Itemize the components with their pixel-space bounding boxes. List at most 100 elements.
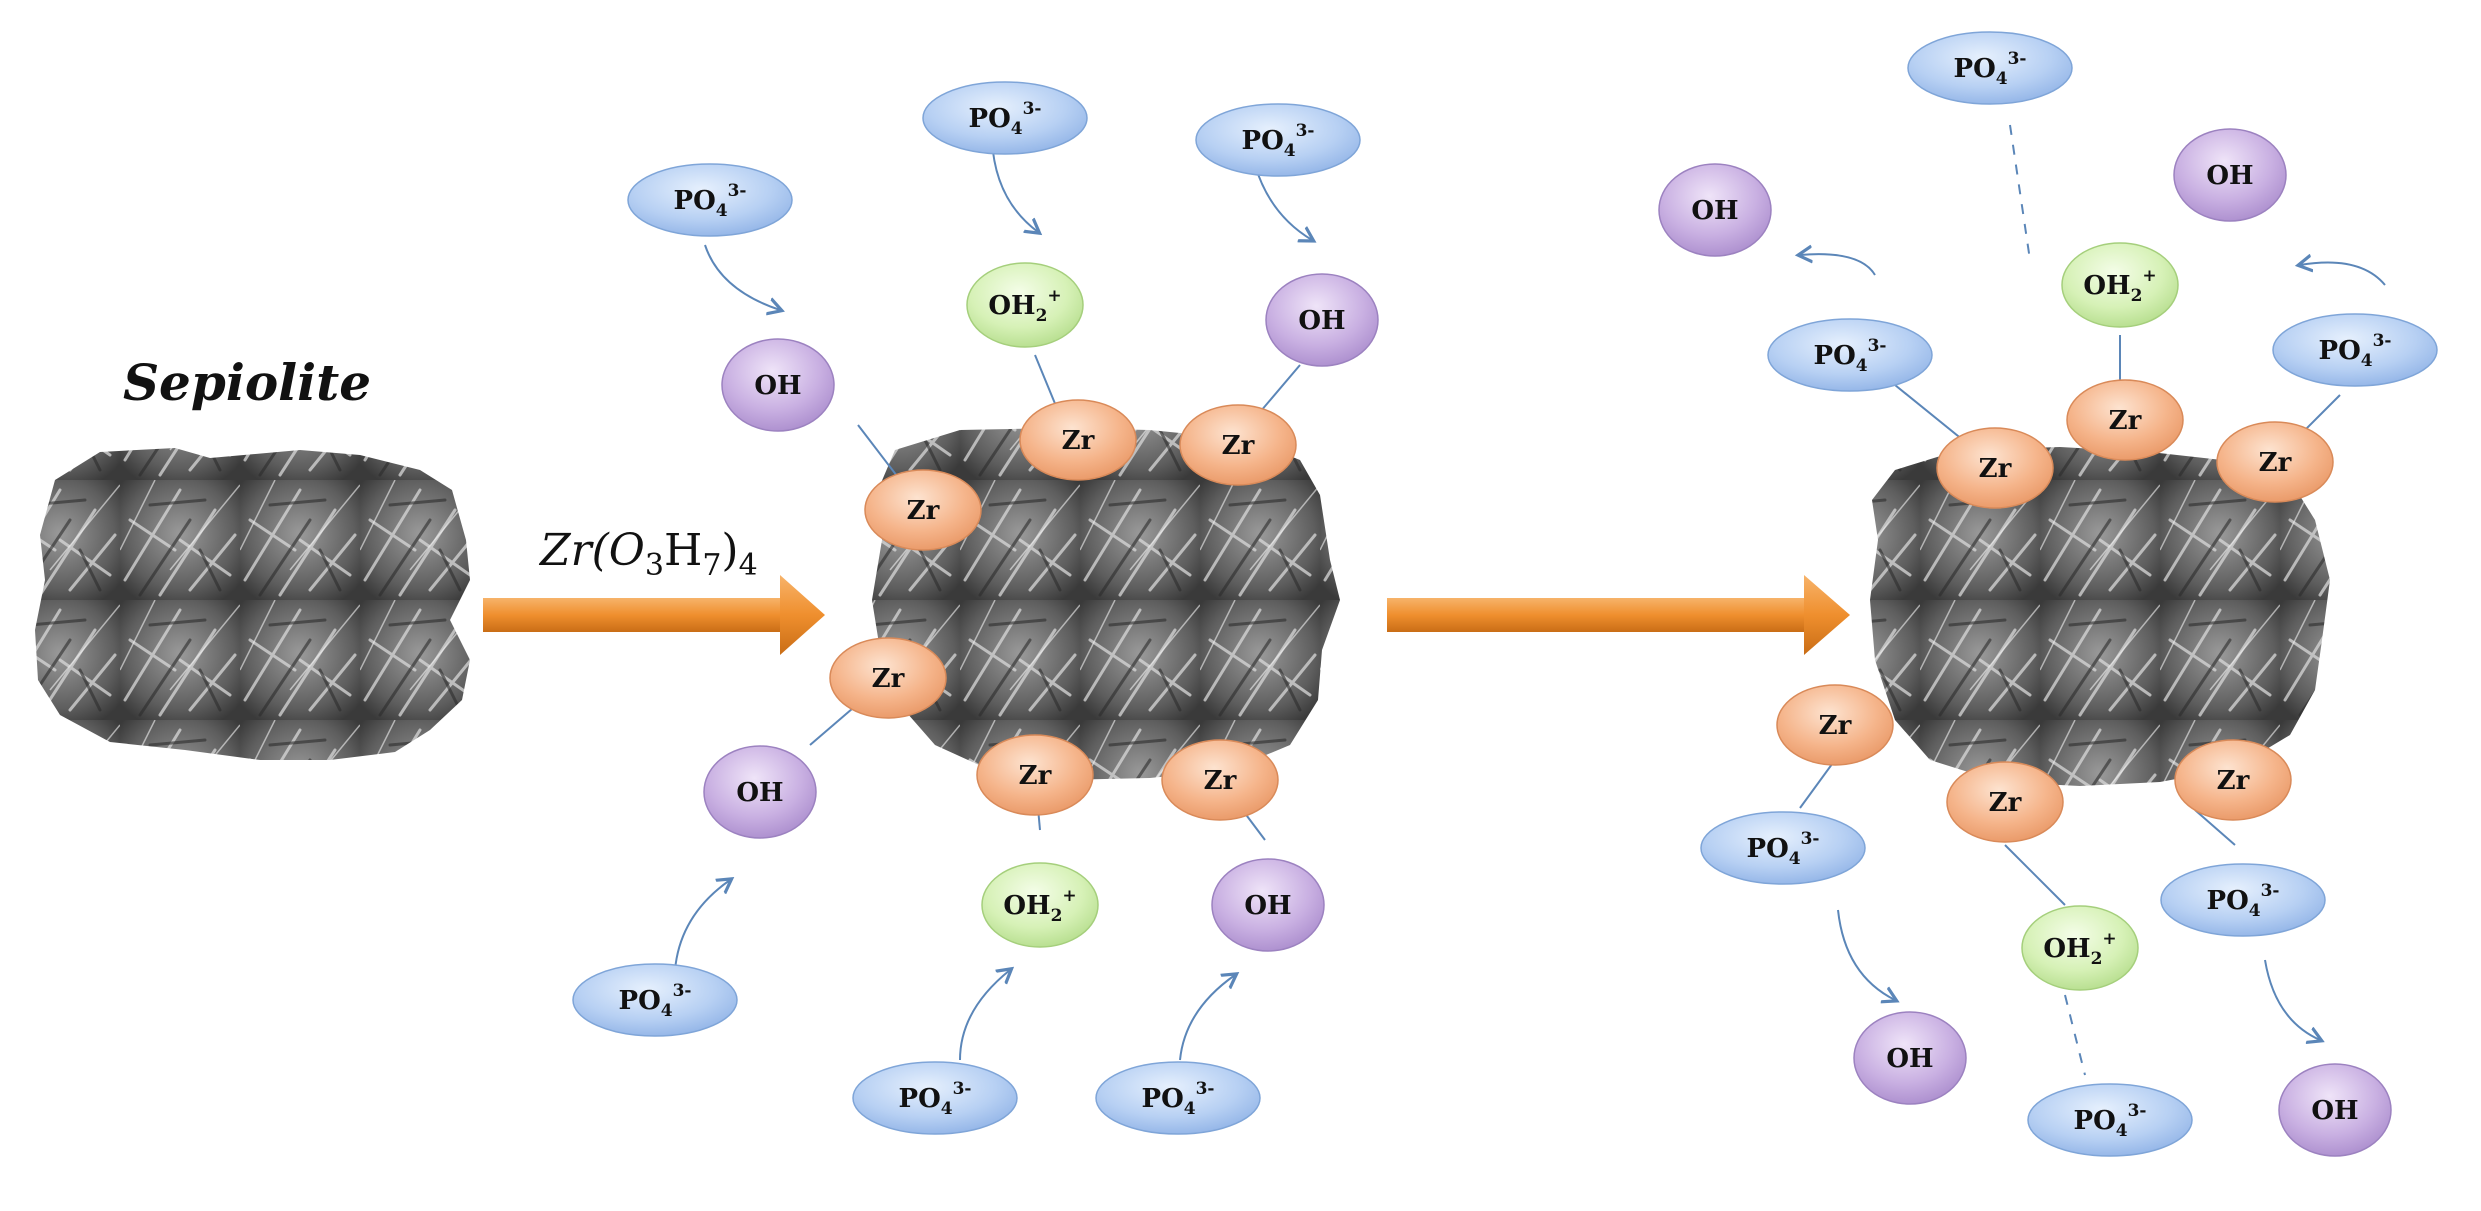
bond-zr-oh2-right-bottom — [2004, 844, 2066, 906]
arrow-po4-to-oh-3 — [674, 880, 730, 971]
oh2-node-mid-bottom-label: OH2+ — [1003, 886, 1076, 926]
sepiolite-particle-phosphate-loaded — [1870, 447, 2330, 786]
po4-node-mid-bottomleft: PO43- — [572, 963, 738, 1037]
oh2-node-right-top-label: OH2+ — [2083, 266, 2156, 306]
oh-node-mid-left-label: OH — [754, 371, 801, 401]
oh2-node-right-top-shape — [2061, 242, 2179, 328]
zr-node-mid-5-shape — [976, 734, 1094, 816]
oh-node-mid-left-shape — [721, 338, 835, 432]
zr-node-mid-4: Zr — [829, 637, 947, 719]
arrow-oh-release-2 — [2300, 263, 2386, 286]
zr-node-right-1-label: Zr — [2109, 406, 2142, 436]
po4-node-mid-bottomright-shape — [1095, 1061, 1261, 1135]
oh-node-mid-bottomleft: OH — [703, 745, 817, 839]
po4-node-mid-bottom-label: PO43- — [899, 1079, 972, 1119]
zr-node-mid-6-label: Zr — [1204, 766, 1237, 796]
po4-node-mid-topright: PO43- — [1195, 103, 1361, 177]
po4-node-right-bottom-shape — [2027, 1083, 2193, 1157]
po4-node-right-left-label: PO43- — [1814, 336, 1887, 376]
zr-node-right-1-shape — [2066, 379, 2184, 461]
dashed-oh2-po4-bottom — [2064, 994, 2086, 1076]
zr-node-right-1: Zr — [2066, 379, 2184, 461]
zr-node-mid-5: Zr — [976, 734, 1094, 816]
po4-node-mid-top-shape — [922, 81, 1088, 155]
zr-node-right-3-shape — [2216, 421, 2334, 503]
oh-node-right-topleft-shape — [1658, 163, 1772, 257]
po4-node-mid-topright-shape — [1195, 103, 1361, 177]
oh-node-right-bottomleft-shape — [1853, 1011, 1967, 1105]
oh2-node-right-top: OH2+ — [2061, 242, 2179, 328]
reaction-arrow-1 — [483, 575, 825, 655]
oh-node-mid-right-shape — [1265, 273, 1379, 367]
po4-node-right-top-label: PO43- — [1954, 49, 2027, 89]
zr-node-mid-1-label: Zr — [1062, 426, 1095, 456]
zr-node-right-2-label: Zr — [1979, 454, 2012, 484]
po4-node-right-bottomright-label: PO43- — [2207, 881, 2280, 921]
zr-node-right-3-label: Zr — [2259, 448, 2292, 478]
zr-node-mid-3-shape — [864, 469, 982, 551]
po4-node-right-left: PO43- — [1767, 318, 1933, 392]
zr-node-right-6-label: Zr — [2217, 766, 2250, 796]
po4-node-mid-bottom: PO43- — [852, 1061, 1018, 1135]
bond-zr-po4-right-4 — [2194, 809, 2236, 846]
sepiolite-particle-raw — [35, 448, 470, 760]
zr-node-mid-4-label: Zr — [872, 664, 905, 694]
oh2-node-mid-bottom-shape — [981, 862, 1099, 948]
arrow-oh-release-4 — [2264, 959, 2320, 1040]
arrow-po4-to-oh-4 — [1179, 975, 1235, 1061]
zr-node-mid-3-label: Zr — [907, 496, 940, 526]
oh2-node-mid-bottom: OH2+ — [981, 862, 1099, 948]
oh-node-mid-bottomleft-label: OH — [736, 778, 783, 808]
oh-node-right-bottomright-label: OH — [2311, 1096, 2358, 1126]
arrow-oh-release-1 — [1800, 254, 1876, 276]
po4-node-right-bottomright: PO43- — [2160, 863, 2326, 937]
po4-node-mid-bottomright-label: PO43- — [1142, 1079, 1215, 1119]
zr-node-mid-6-shape — [1161, 739, 1279, 821]
po4-node-right-right-shape — [2272, 313, 2438, 387]
zr-node-mid-3: Zr — [864, 469, 982, 551]
po4-node-right-bottom-label: PO43- — [2074, 1101, 2147, 1141]
oh-node-mid-bottomright-label: OH — [1244, 891, 1291, 921]
oh-node-right-topleft: OH — [1658, 163, 1772, 257]
po4-node-right-bottomright-shape — [2160, 863, 2326, 937]
zr-node-mid-1: Zr — [1019, 399, 1137, 481]
zr-node-mid-2-label: Zr — [1222, 431, 1255, 461]
oh-node-right-bottomright: OH — [2278, 1063, 2392, 1157]
po4-node-mid-topleft: PO43- — [627, 163, 793, 237]
zr-node-right-4-shape — [1776, 684, 1894, 766]
arrow-po4-to-oh2-bottom — [959, 970, 1010, 1061]
oh-node-right-topright-shape — [2173, 128, 2287, 222]
oh-node-mid-bottomleft-shape — [703, 745, 817, 839]
zr-node-right-6: Zr — [2174, 739, 2292, 821]
oh2-node-right-bottom-shape — [2021, 905, 2139, 991]
po4-node-right-top-shape — [1907, 31, 2073, 105]
oh-node-right-bottomright-shape — [2278, 1063, 2392, 1157]
zr-node-right-3: Zr — [2216, 421, 2334, 503]
reagent-formula: Zr(O3H7)4 — [538, 525, 758, 583]
zr-node-mid-2: Zr — [1179, 404, 1297, 486]
po4-node-right-right: PO43- — [2272, 313, 2438, 387]
zr-node-mid-2-shape — [1179, 404, 1297, 486]
po4-node-right-bottom: PO43- — [2027, 1083, 2193, 1157]
reaction-arrow-2 — [1387, 575, 1850, 655]
zr-node-right-2-shape — [1936, 427, 2054, 509]
oh-node-right-topleft-label: OH — [1691, 196, 1738, 226]
oh-node-right-bottomleft: OH — [1853, 1011, 1967, 1105]
oh2-node-right-bottom-label: OH2+ — [2043, 929, 2116, 969]
zr-node-right-5-shape — [1946, 761, 2064, 843]
zr-node-right-5: Zr — [1946, 761, 2064, 843]
oh-node-right-bottomleft-label: OH — [1886, 1044, 1933, 1074]
po4-node-mid-topright-label: PO43- — [1242, 121, 1315, 161]
oh2-node-mid-top: OH2+ — [966, 262, 1084, 348]
po4-node-mid-bottom-shape — [852, 1061, 1018, 1135]
zr-node-right-5-label: Zr — [1989, 788, 2022, 818]
po4-node-right-top: PO43- — [1907, 31, 2073, 105]
dashed-po4-oh2-top — [2009, 124, 2031, 261]
oh-node-mid-bottomright: OH — [1211, 858, 1325, 952]
oh2-node-right-bottom: OH2+ — [2021, 905, 2139, 991]
oh-node-right-topright-label: OH — [2206, 161, 2253, 191]
oh-node-mid-left: OH — [721, 338, 835, 432]
po4-node-mid-bottomleft-label: PO43- — [619, 981, 692, 1021]
